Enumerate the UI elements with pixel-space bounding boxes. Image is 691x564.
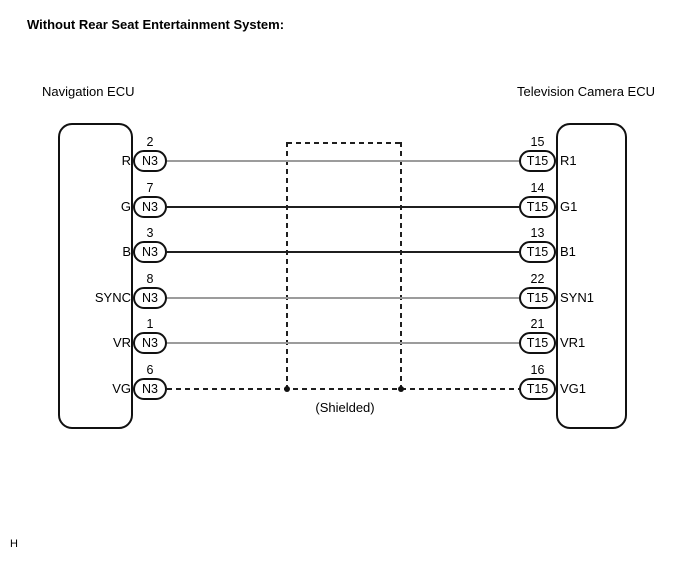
page-footer-mark: H — [10, 538, 18, 550]
right-ecu-box — [556, 123, 627, 429]
right-signal-label: B1 — [560, 244, 576, 259]
right-connector-oval: T15 — [519, 241, 556, 263]
right-signal-label: SYN1 — [560, 290, 594, 305]
wire — [167, 251, 519, 253]
left-signal-label: VR — [112, 335, 131, 350]
left-ecu-box — [58, 123, 133, 429]
shield-junction-dot — [398, 386, 404, 392]
right-ecu-label: Television Camera ECU — [517, 84, 655, 99]
right-signal-label: G1 — [560, 199, 578, 214]
right-connector-oval: T15 — [519, 332, 556, 354]
shield-box-top-line — [287, 142, 403, 144]
wire — [167, 342, 519, 344]
wire — [167, 297, 519, 299]
right-signal-label: R1 — [560, 153, 577, 168]
left-signal-label: VG — [112, 381, 131, 396]
right-connector-oval: T15 — [519, 287, 556, 309]
left-signal-label: SYNC — [94, 290, 131, 305]
left-connector-oval: N3 — [133, 150, 167, 172]
right-signal-label: VR1 — [560, 335, 586, 350]
left-pin-number: 3 — [146, 226, 154, 240]
left-pin-number: 1 — [146, 317, 154, 331]
page-title: Without Rear Seat Entertainment System: — [27, 17, 285, 32]
left-connector-oval: N3 — [133, 332, 167, 354]
right-pin-number: 15 — [530, 135, 545, 149]
right-pin-number: 16 — [530, 363, 545, 377]
right-connector-oval: T15 — [519, 196, 556, 218]
wire — [167, 160, 519, 162]
right-pin-number: 21 — [530, 317, 545, 331]
right-connector-oval: T15 — [519, 378, 556, 400]
left-signal-label: B — [122, 244, 131, 259]
left-signal-label: R — [121, 153, 131, 168]
right-connector-oval: T15 — [519, 150, 556, 172]
right-pin-number: 13 — [530, 226, 545, 240]
shield-junction-dot — [284, 386, 290, 392]
wire — [167, 388, 519, 390]
left-ecu-label: Navigation ECU — [42, 84, 135, 99]
left-pin-number: 8 — [146, 272, 154, 286]
left-connector-oval: N3 — [133, 241, 167, 263]
right-signal-label: VG1 — [560, 381, 587, 396]
left-pin-number: 2 — [146, 135, 154, 149]
shield-label: (Shielded) — [315, 400, 375, 415]
left-pin-number: 6 — [146, 363, 154, 377]
left-signal-label: G — [120, 199, 131, 214]
left-connector-oval: N3 — [133, 378, 167, 400]
left-pin-number: 7 — [146, 181, 154, 195]
right-pin-number: 14 — [530, 181, 545, 195]
shield-box-right-line — [400, 142, 402, 389]
left-connector-oval: N3 — [133, 287, 167, 309]
left-connector-oval: N3 — [133, 196, 167, 218]
wire — [167, 206, 519, 208]
right-pin-number: 22 — [530, 272, 545, 286]
shield-box-left-line — [286, 142, 288, 389]
